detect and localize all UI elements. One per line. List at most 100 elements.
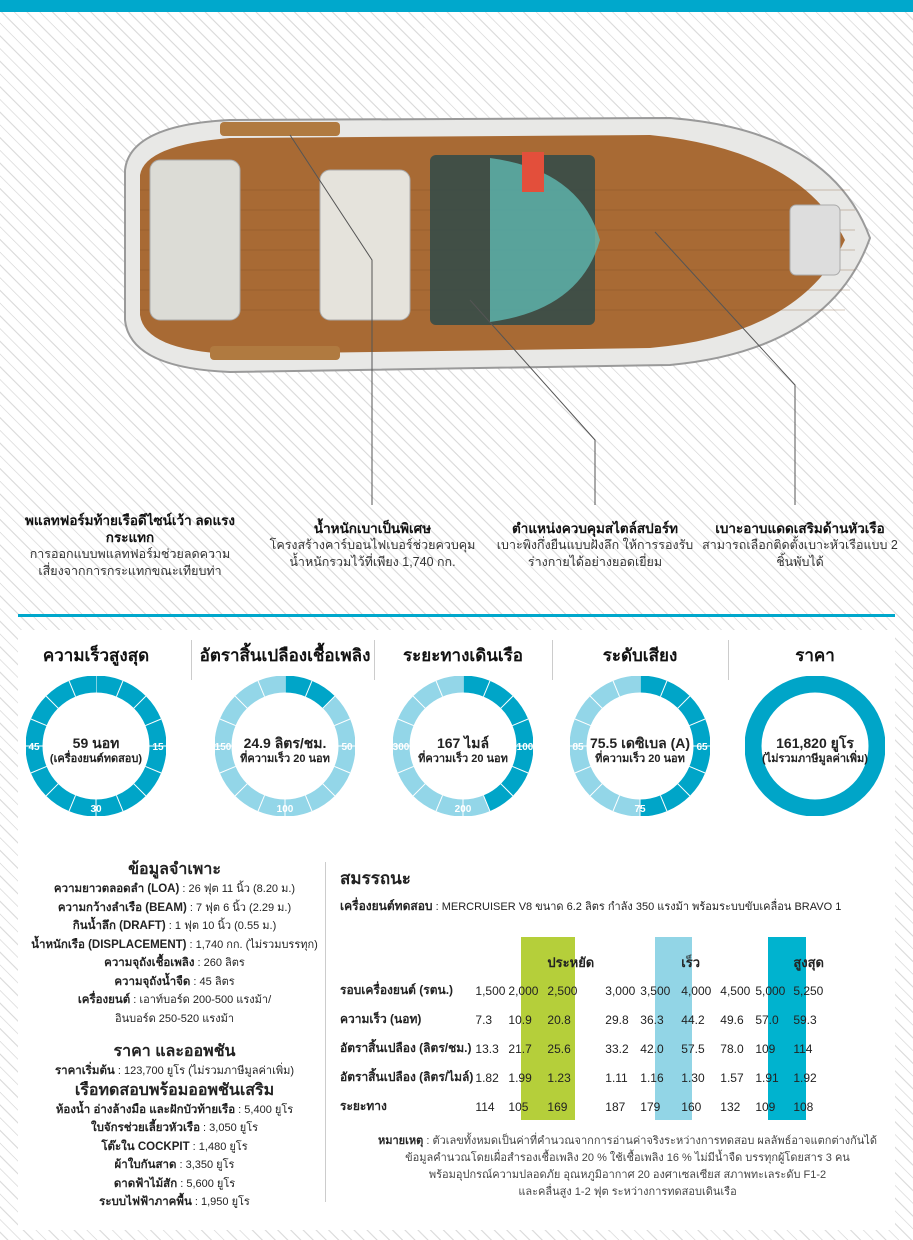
spec-key: ใบจักรช่วยเลี้ยวหัวเรือ [90,1122,200,1134]
gauge-divider [589,783,603,797]
test-engine: เครื่องยนต์ทดสอบ : MERCRUISER V8 ขนาด 6.… [340,899,842,913]
spec-key: โต๊ะใน COCKPIT [101,1140,190,1153]
spec-item: ห้องน้ำ อ่างล้างมือ และฝักบัวท้ายเรือ : … [55,1103,294,1116]
gauge-divider [305,680,313,697]
table-cell: 42.0 [640,1041,664,1056]
gauge-divider [257,795,265,812]
gauge-divider [334,718,351,726]
gauge-tick-label: 50 [341,742,353,753]
spec-value: 3,350 ยูโร [185,1159,235,1171]
spec-value: 5,400 ยูโร [244,1103,294,1116]
spec-value: 260 ลิตร [203,957,245,969]
table-cell: 187 [605,1099,626,1114]
gauge-divider [483,795,491,812]
column-divider [325,862,326,1202]
gauge-tick-label: 30 [90,804,102,815]
gauge-segment [133,766,162,796]
gauge-segment [677,696,706,726]
gauge-segment [30,696,59,726]
gauge-value: 167 ไมล์ที่ความเร็ว 20 นอท [393,735,533,767]
specs-title: ข้อมูลจำเพาะ [128,861,221,878]
gauge-divider [574,718,591,726]
table-cell: 21.7 [508,1041,532,1056]
section-divider [18,614,895,617]
column-header [712,948,750,976]
table-cell: 20.8 [547,1012,571,1027]
table-cell: 33.2 [605,1041,629,1056]
gauge-segment [483,783,513,812]
gauge-divider [234,695,248,709]
top-accent-bar [0,0,913,12]
gauge-divider [397,766,414,774]
table-cell: 114 [475,1099,495,1114]
spec-value: 1 ฟุต 10 นิ้ว (0.55 ม.) [174,920,277,932]
column-header [635,948,675,976]
spec-item: ความจุถังน้ำจืด : 45 ลิตร [114,975,235,988]
spec-item: เครื่องยนต์ : เอาท์บอร์ด 200-500 แรงม้า/ [77,994,272,1006]
gauge-segment [639,676,667,697]
gauge-subtext: ที่ความเร็ว 20 นอท [240,753,330,765]
table-cell: 3,500 [640,983,671,998]
gauge-value: 24.9 ลิตร/ชม. ที่ความเร็ว 20 นอท [215,735,355,767]
column-header [473,948,506,976]
table-cell: 108 [793,1099,814,1114]
spec-key: ความยาวตลอดลำ (LOA) [53,883,180,895]
gauge-divider [257,680,265,697]
gauge-segment [397,766,426,796]
spec-engine-line2: อินบอร์ด 250-520 แรงม้า [114,1012,235,1025]
callout-sunpad: เบาะอาบแดดเสริมด้านหัวเรือสามารถเลือกติด… [702,521,898,569]
gauge-value-text: 24.9 ลิตร/ชม. [243,735,327,751]
column-header [750,948,788,976]
table-cell: 1.99 [508,1070,532,1085]
gauge-divider [500,695,514,709]
spec-key: ดาดฟ้าไม้สัก [113,1177,178,1190]
gauge-segment [322,766,351,796]
spec-item: ความกว้างลำเรือ (BEAM) : 7 ฟุต 6 นิ้ว (2… [57,901,292,914]
table-cell: 44.2 [681,1012,705,1027]
spec-item: ระบบไฟฟ้าภาคพื้น : 1,950 ยูโร [99,1196,250,1208]
gauge-tick-label: 45 [28,742,40,753]
table-cell: 4,500 [720,983,751,998]
gauge-divider [68,680,76,697]
callout-leader-lines [289,134,796,505]
gauge-divider [45,783,59,797]
spec-value: 3,050 ยูโร [209,1122,259,1134]
gauge-segment [305,783,335,812]
gauge-segment [95,676,123,697]
table-cell: 57.0 [755,1012,779,1027]
spec-item: ดาดฟ้าไม้สัก : 5,600 ยูโร [113,1177,236,1190]
gauge-title: ความเร็วสูงสุด [42,646,150,665]
gauge-segment [235,680,265,709]
gauge-value: 161,820 ยูโร(ไม่รวมภาษีมูลค่าเพิ่ม) [745,735,885,767]
table-cell: 3,000 [605,983,636,998]
gauge-segment [483,680,513,709]
spec-item: ความจุถังเชื้อเพลิง : 260 ลิตร [104,957,245,969]
gauge-fill [745,676,885,816]
row-label: ระยะทาง [340,1099,387,1113]
table-cell: 1.30 [681,1070,705,1085]
gauge-tick-label: 100 [517,742,533,753]
gauge-separator [551,640,553,680]
gauge-divider [145,766,162,774]
gauge-segment [46,783,76,812]
gauge-divider [512,766,529,774]
table-cell: 1.11 [605,1070,628,1085]
spec-value: 1,480 ยูโร [198,1140,248,1153]
gauge-title: ราคา [795,646,835,665]
gauge-divider [305,795,313,812]
gauge-ring [745,676,885,816]
gauge-segment [413,783,443,812]
gauge-segment [219,766,248,796]
table-header-row: ประหยัดเร็วสูงสุด [340,948,826,976]
gauge-subtext: ที่ความเร็ว 20 นอท [595,753,685,765]
spec-item: ความยาวตลอดลำ (LOA) : 26 ฟุต 11 นิ้ว (8.… [53,883,296,895]
gauge-segment [46,680,76,709]
gauge-tick-label: 100 [277,804,294,815]
spec-value: 45 ลิตร [199,975,235,988]
gauge-segment [500,696,529,726]
boat-top-view-image [124,116,872,374]
table-cell: 36.3 [640,1012,664,1027]
